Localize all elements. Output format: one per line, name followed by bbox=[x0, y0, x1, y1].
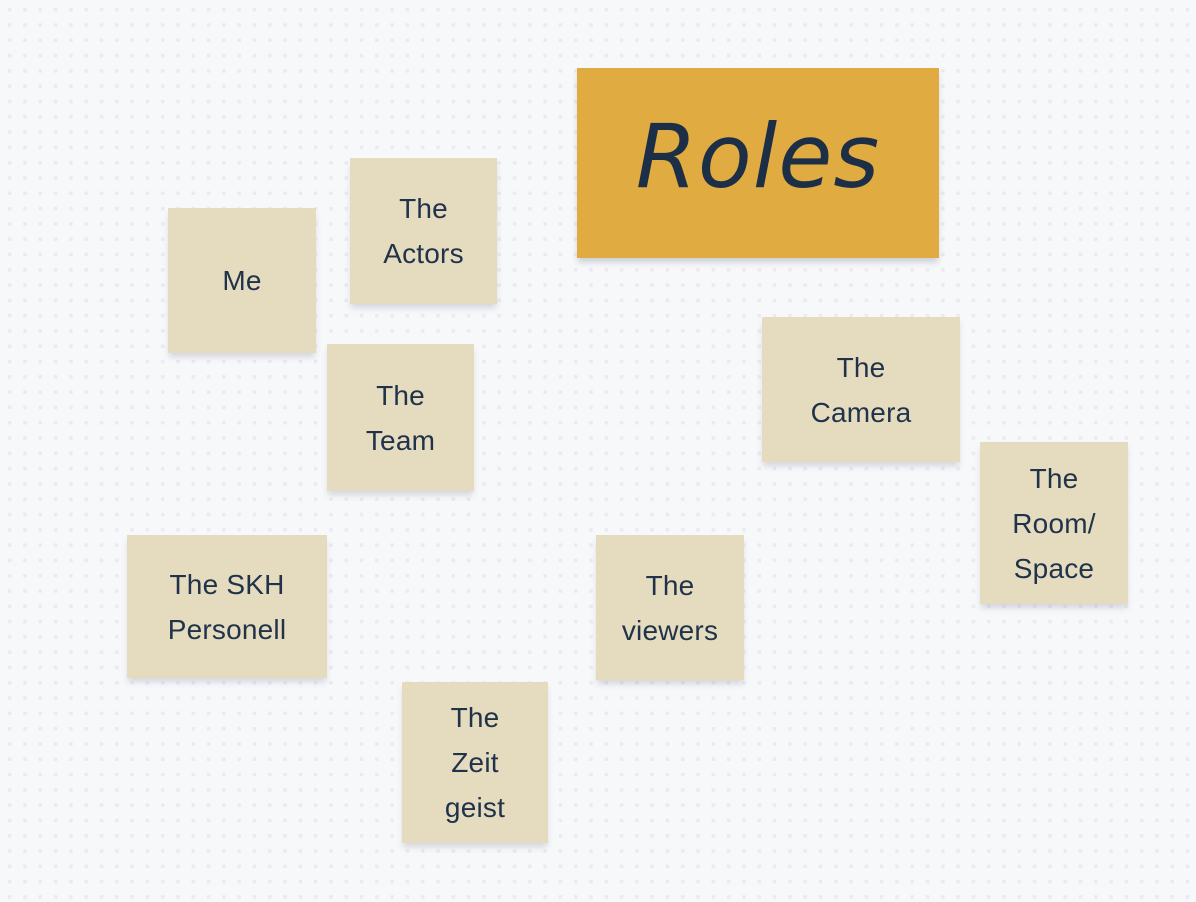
sticky-note-the-room-space[interactable]: The Room/ Space bbox=[980, 442, 1128, 604]
sticky-note-label: The Room/ Space bbox=[1012, 462, 1096, 584]
sticky-note-label: The Team bbox=[365, 379, 436, 456]
title-card[interactable]: Roles bbox=[577, 68, 939, 258]
sticky-note-the-camera[interactable]: The Camera bbox=[762, 317, 960, 462]
sticky-note-label: Me bbox=[222, 265, 262, 296]
sticky-note-the-zeit-geist[interactable]: The Zeit geist bbox=[402, 682, 548, 843]
sticky-note-the-viewers[interactable]: The viewers bbox=[596, 535, 744, 680]
sticky-note-me[interactable]: Me bbox=[168, 208, 316, 353]
sticky-note-label: The SKH Personell bbox=[167, 568, 287, 645]
sticky-note-the-team[interactable]: The Team bbox=[327, 344, 474, 491]
title-card-label: Roles bbox=[635, 105, 881, 208]
sticky-note-label: The Camera bbox=[810, 351, 912, 428]
sticky-note-the-skh-personell[interactable]: The SKH Personell bbox=[127, 535, 327, 678]
sticky-note-label: The Zeit geist bbox=[444, 702, 506, 823]
sticky-note-label: The Actors bbox=[383, 193, 464, 269]
sticky-note-label: The viewers bbox=[621, 569, 719, 646]
sticky-note-the-actors[interactable]: The Actors bbox=[350, 158, 497, 304]
